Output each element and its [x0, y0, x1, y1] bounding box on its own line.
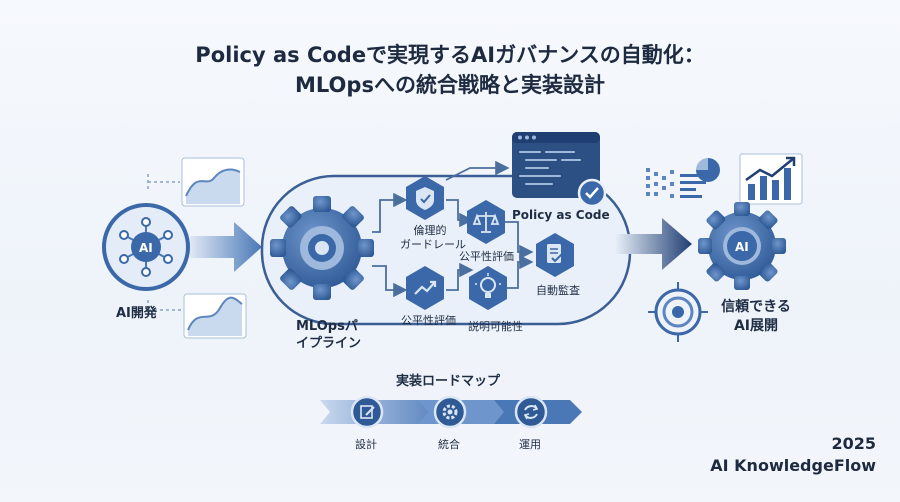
page-title: Policy as Codeで実現するAIガバナンスの自動化： MLOpsへの統… [0, 40, 900, 100]
ai-network-icon [102, 203, 190, 291]
ethics-label-line-1: 倫理的 [413, 224, 447, 237]
left-top-chart-icon [181, 157, 245, 207]
title-line-1: Policy as Codeで実現するAIガバナンスの自動化： [195, 43, 705, 67]
ai-gear-label: AI [735, 240, 749, 254]
title-line-2: MLOpsへの統合戦略と実装設計 [295, 73, 605, 97]
ethics-guardrail-label: 倫理的 ガードレール [400, 224, 466, 252]
trusted-ai-label: 信頼できる AI展開 [716, 298, 796, 336]
integrate-step-icon [433, 395, 467, 429]
auto-audit-label: 自動監査 [536, 284, 580, 297]
growth-chart-icon [739, 153, 803, 205]
ai-development-label: AI開発 [116, 306, 157, 321]
shield-icon [406, 176, 444, 220]
left-flow-arrow [190, 222, 262, 272]
lightbulb-icon [469, 266, 507, 310]
pipeline-connectors [372, 160, 534, 298]
footer-brand: AI KnowledgeFlow [710, 456, 876, 475]
explainability-label: 説明可能性 [468, 320, 523, 333]
policy-as-code-label: Policy as Code [512, 208, 610, 222]
roadmap-step-operate: 運用 [519, 438, 541, 451]
operate-step-icon [514, 395, 548, 429]
left-top-connector [147, 174, 180, 190]
code-window-icon [512, 132, 607, 208]
design-step-icon [350, 395, 384, 429]
mlops-pipeline-label: MLOpsパ イプライン [296, 318, 361, 352]
left-bottom-chart-icon [183, 293, 247, 339]
mlops-label-line-1: MLOpsパ [296, 319, 358, 334]
target-icon [648, 282, 708, 342]
roadmap-step-design: 設計 [355, 438, 377, 451]
ai-gear-icon [698, 202, 786, 290]
right-flow-arrow [616, 218, 692, 270]
fairness-label-top: 公平性評価 [459, 250, 514, 263]
balance-scale-icon [467, 200, 505, 244]
fairness-label-bottom: 公平性評価 [401, 314, 456, 327]
trusted-ai-line-1: 信頼できる [721, 299, 791, 315]
mlops-label-line-2: イプライン [296, 336, 362, 351]
ethics-label-line-2: ガードレール [400, 238, 466, 251]
dashboard-charts-icon [646, 158, 720, 198]
trusted-ai-line-2: AI展開 [733, 318, 779, 334]
roadmap-title: 実装ロードマップ [396, 374, 501, 389]
roadmap-step-integrate: 統合 [438, 438, 460, 451]
mlops-gear-icon [270, 196, 374, 300]
audit-document-icon [536, 233, 574, 277]
left-bottom-connector [147, 300, 182, 318]
trend-chart-icon [406, 266, 444, 310]
footer-year: 2025 [831, 434, 876, 453]
ai-node-label: AI [139, 241, 153, 255]
